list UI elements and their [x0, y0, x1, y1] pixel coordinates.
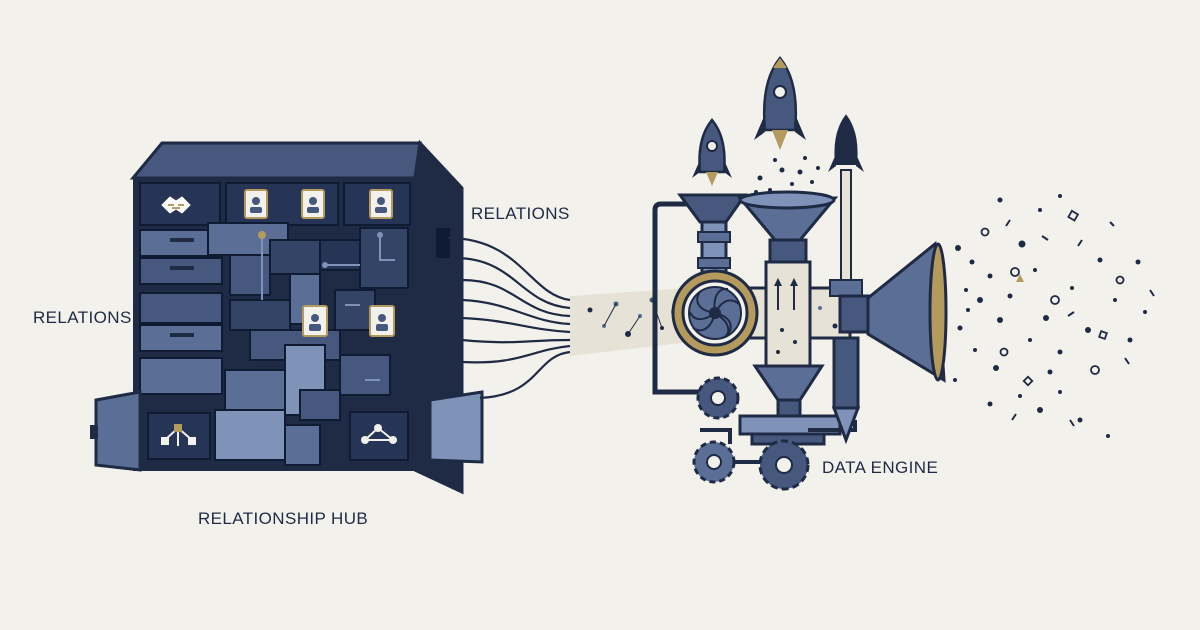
wire-node	[258, 231, 266, 239]
funnel-icon	[677, 193, 748, 224]
drawer	[139, 257, 223, 285]
contact-card-icon	[369, 305, 395, 337]
door-hinge	[90, 425, 98, 439]
rocket-icon	[828, 114, 864, 172]
relationship-hub-label: RELATIONSHIP HUB	[198, 509, 369, 528]
cabinet-wires	[261, 235, 395, 381]
gear-icon	[692, 440, 736, 484]
relations-label-left: RELATIONS	[33, 308, 132, 327]
relations-label-right: RELATIONS	[471, 204, 570, 223]
gear-icon	[758, 439, 810, 491]
rising-particles	[754, 156, 820, 194]
drawer	[139, 357, 223, 395]
network-graph-icon	[161, 424, 196, 446]
cabinet-top	[129, 141, 422, 180]
connector-wires	[447, 236, 571, 400]
drawer-handle	[170, 333, 194, 337]
gear-icon	[696, 376, 740, 420]
horn-icon	[838, 241, 948, 383]
cabinet-door-left	[94, 390, 142, 472]
wire-node	[377, 232, 383, 238]
turbine-icon	[671, 269, 759, 357]
data-stream-pipe	[570, 288, 690, 356]
contact-card-icon	[369, 189, 393, 219]
contact-card-icon	[302, 305, 328, 337]
data-engine-label: DATA ENGINE	[822, 458, 939, 477]
relationship-hub-cabinet	[90, 139, 484, 495]
rocket-icon	[692, 118, 732, 186]
cabinet-door-right	[428, 390, 484, 464]
network-graph-icon	[361, 424, 397, 444]
contact-card-icon	[244, 189, 268, 219]
data-particle-spray	[953, 194, 1155, 438]
funnel-icon	[752, 364, 825, 402]
drawer-handle	[170, 266, 194, 270]
wire-node	[322, 262, 328, 268]
cabinet-compartment	[349, 411, 409, 461]
rocket-icon	[754, 56, 806, 150]
data-engine-machine	[652, 169, 948, 491]
drawer	[139, 292, 223, 324]
drawer	[139, 324, 223, 352]
engine-tube	[764, 260, 812, 368]
cabinet-internal-blocks	[207, 222, 409, 466]
handshake-icon	[161, 196, 191, 214]
drawer-handle	[170, 238, 194, 242]
side-port	[436, 228, 450, 258]
contact-card-icon	[301, 189, 325, 219]
